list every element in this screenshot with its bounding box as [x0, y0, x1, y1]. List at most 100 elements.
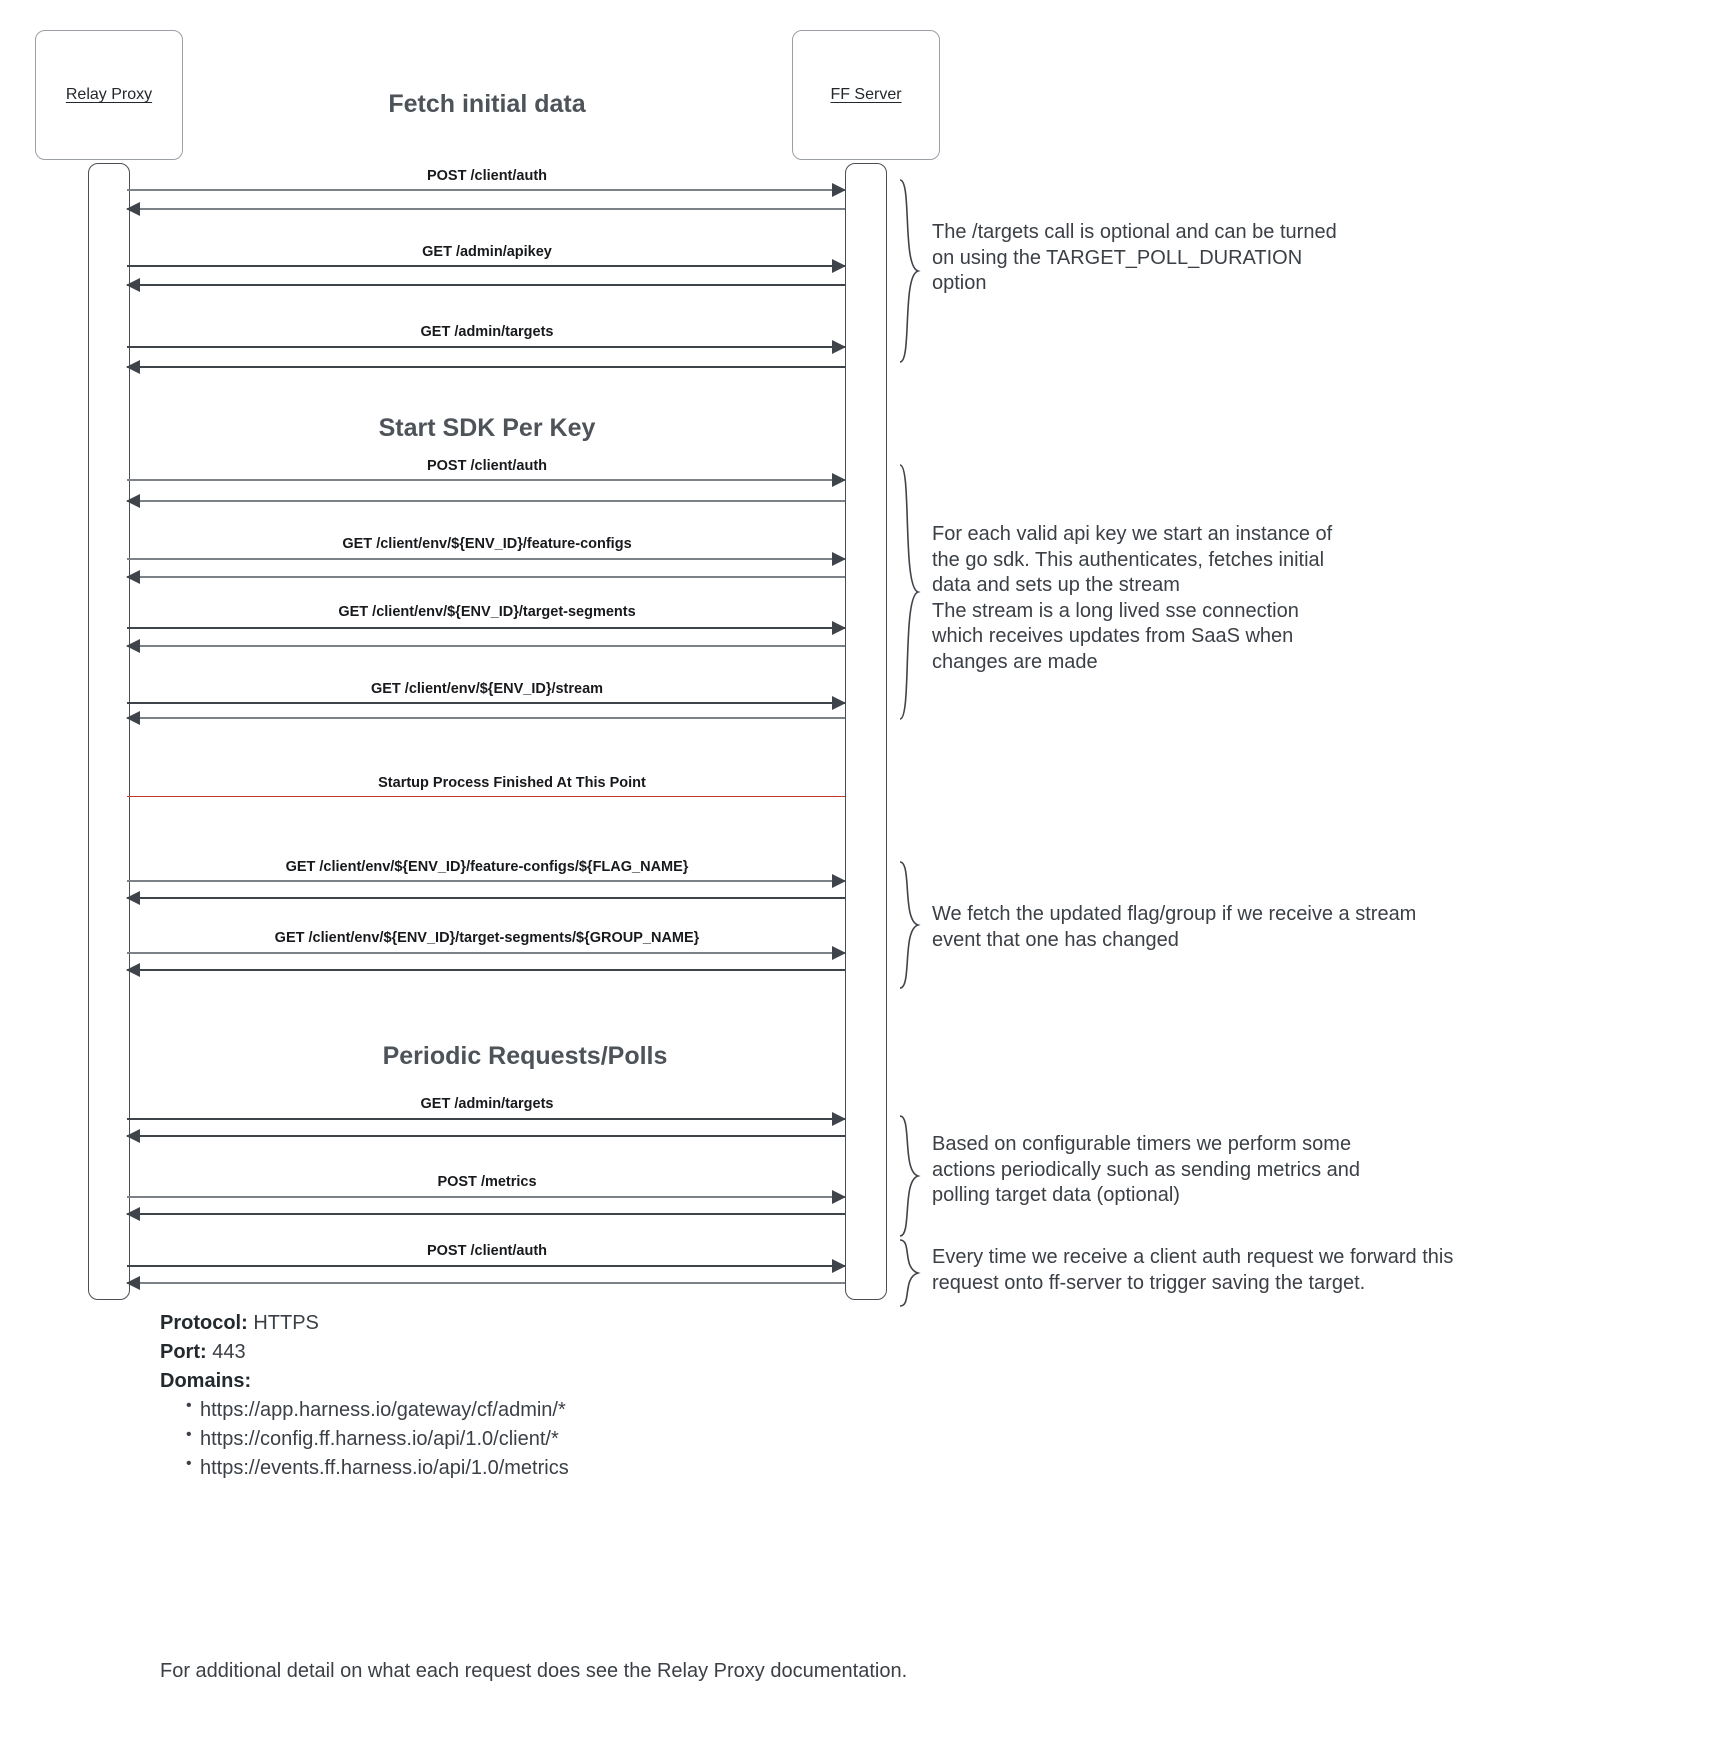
annotation-client-auth-forward: Every time we receive a client auth requ… — [932, 1246, 1454, 1294]
message-label-post-client-auth-2: POST /client/auth — [426, 458, 548, 474]
arrowhead-left-icon — [126, 493, 140, 508]
message-arrow-reply-10 — [126, 1129, 845, 1143]
message-arrow-request-4 — [127, 472, 846, 487]
message-arrow-reply-8 — [126, 891, 845, 905]
message-label-get-target-segments: GET /client/env/${ENV_ID}/target-segment… — [338, 604, 636, 620]
arrowhead-left-icon — [126, 638, 140, 653]
arrowhead-right-icon — [832, 259, 846, 273]
arrowhead-right-icon — [832, 340, 846, 354]
message-arrow-request-9 — [127, 945, 846, 960]
message-arrow-request-1 — [127, 182, 846, 197]
divider-line-startup-finished — [127, 796, 845, 797]
section-title-fetch-initial-data: Fetch initial data — [388, 90, 586, 118]
brace-icon — [899, 1115, 921, 1237]
arrowhead-left-icon — [126, 569, 140, 584]
arrowhead-right-icon — [832, 1112, 846, 1126]
brace-periodic-requests — [898, 1114, 922, 1238]
lifeline-relay-proxy — [88, 163, 130, 1300]
message-arrow-request-8 — [127, 873, 846, 888]
participant-label-relay-proxy: Relay Proxy — [65, 86, 153, 103]
arrowhead-right-icon — [832, 873, 846, 888]
arrowhead-right-icon — [832, 182, 846, 197]
message-arrow-request-3 — [127, 340, 846, 354]
message-label-post-metrics: POST /metrics — [437, 1174, 537, 1190]
message-arrow-reply-5 — [126, 569, 845, 584]
arrowhead-right-icon — [832, 945, 846, 960]
message-label-get-feature-configs: GET /client/env/${ENV_ID}/feature-config… — [342, 536, 632, 552]
message-arrow-request-7 — [127, 696, 846, 710]
brace-start-sdk-per-key — [898, 463, 922, 721]
message-label-get-admin-targets-1: GET /admin/targets — [420, 324, 554, 340]
footer-domains-list: https://app.harness.io/gateway/cf/admin/… — [160, 1396, 860, 1481]
message-arrow-reply-4 — [126, 493, 845, 508]
lifeline-ff-server — [845, 163, 887, 1300]
message-arrow-reply-9 — [126, 963, 845, 977]
arrowhead-left-icon — [126, 963, 140, 977]
annotation-stream-updates: We fetch the updated flag/group if we re… — [932, 903, 1417, 951]
arrowhead-left-icon — [126, 1275, 140, 1290]
arrowhead-right-icon — [832, 472, 846, 487]
message-label-post-client-auth-3: POST /client/auth — [426, 1243, 548, 1259]
brace-stream-updates — [898, 860, 922, 990]
annotation-targets-optional: The /targets call is optional and can be… — [932, 221, 1337, 295]
arrowhead-right-icon — [832, 621, 846, 635]
footer-protocol-key: Protocol: — [160, 1312, 248, 1334]
annotation-start-sdk-per-key: For each valid api key we start an insta… — [932, 523, 1333, 673]
brace-client-auth-forward — [898, 1238, 922, 1308]
section-title-start-sdk-per-key: Start SDK Per Key — [378, 414, 596, 442]
annotation-periodic-requests: Based on configurable timers we perform … — [932, 1133, 1360, 1207]
arrowhead-left-icon — [126, 201, 140, 216]
message-label-get-admin-apikey: GET /admin/apikey — [422, 244, 552, 260]
arrowhead-left-icon — [126, 1207, 140, 1221]
participant-label-ff-server: FF Server — [830, 86, 902, 103]
list-item: https://config.ff.harness.io/api/1.0/cli… — [186, 1425, 860, 1452]
message-arrow-reply-1 — [126, 201, 845, 216]
message-arrow-request-5 — [127, 551, 846, 566]
brace-icon — [899, 1239, 921, 1307]
brace-icon — [899, 179, 921, 363]
message-arrow-request-12 — [127, 1259, 846, 1273]
message-arrow-reply-12 — [126, 1275, 845, 1290]
message-arrow-reply-3 — [126, 360, 845, 374]
message-arrow-request-11 — [127, 1189, 846, 1204]
list-item: https://events.ff.harness.io/api/1.0/met… — [186, 1454, 860, 1481]
message-arrow-reply-6 — [126, 638, 845, 653]
participant-box-ff-server[interactable]: FF Server — [792, 30, 940, 160]
arrowhead-left-icon — [126, 710, 140, 725]
list-item: https://app.harness.io/gateway/cf/admin/… — [186, 1396, 860, 1423]
footer-port-key: Port: — [160, 1341, 207, 1363]
arrowhead-right-icon — [832, 696, 846, 710]
arrowhead-left-icon — [126, 1129, 140, 1143]
message-arrow-reply-11 — [126, 1207, 845, 1221]
message-label-get-admin-targets-2: GET /admin/targets — [420, 1096, 554, 1112]
footer-protocol-value: HTTPS — [253, 1312, 319, 1334]
message-label-get-target-segment-by-group: GET /client/env/${ENV_ID}/target-segment… — [274, 930, 700, 946]
arrowhead-left-icon — [126, 891, 140, 905]
brace-fetch-initial-data — [898, 178, 922, 364]
arrowhead-right-icon — [832, 551, 846, 566]
arrowhead-left-icon — [126, 360, 140, 374]
footer-documentation-note: For additional detail on what each reque… — [160, 1660, 908, 1682]
arrowhead-right-icon — [832, 1259, 846, 1273]
message-arrow-request-10 — [127, 1112, 846, 1126]
footer-domains-row: Domains: — [160, 1368, 860, 1394]
footer-port-value: 443 — [212, 1341, 246, 1363]
footer-details-block: Protocol: HTTPS Port: 443 Domains: https… — [160, 1310, 860, 1484]
message-arrow-reply-2 — [126, 278, 845, 292]
message-label-get-stream: GET /client/env/${ENV_ID}/stream — [370, 681, 604, 697]
divider-label-startup-finished: Startup Process Finished At This Point — [378, 775, 646, 791]
footer-port-row: Port: 443 — [160, 1339, 860, 1365]
message-arrow-request-2 — [127, 259, 846, 273]
message-label-post-client-auth-1: POST /client/auth — [426, 168, 548, 184]
arrowhead-right-icon — [832, 1189, 846, 1204]
footer-domains-key: Domains: — [160, 1370, 252, 1392]
section-title-periodic-requests: Periodic Requests/Polls — [382, 1042, 668, 1070]
footer-protocol-row: Protocol: HTTPS — [160, 1310, 860, 1336]
message-arrow-reply-7 — [126, 710, 845, 725]
brace-icon — [899, 464, 921, 720]
message-label-get-feature-config-by-flag: GET /client/env/${ENV_ID}/feature-config… — [285, 859, 689, 875]
message-arrow-request-6 — [127, 621, 846, 635]
participant-box-relay-proxy[interactable]: Relay Proxy — [35, 30, 183, 160]
arrowhead-left-icon — [126, 278, 140, 292]
